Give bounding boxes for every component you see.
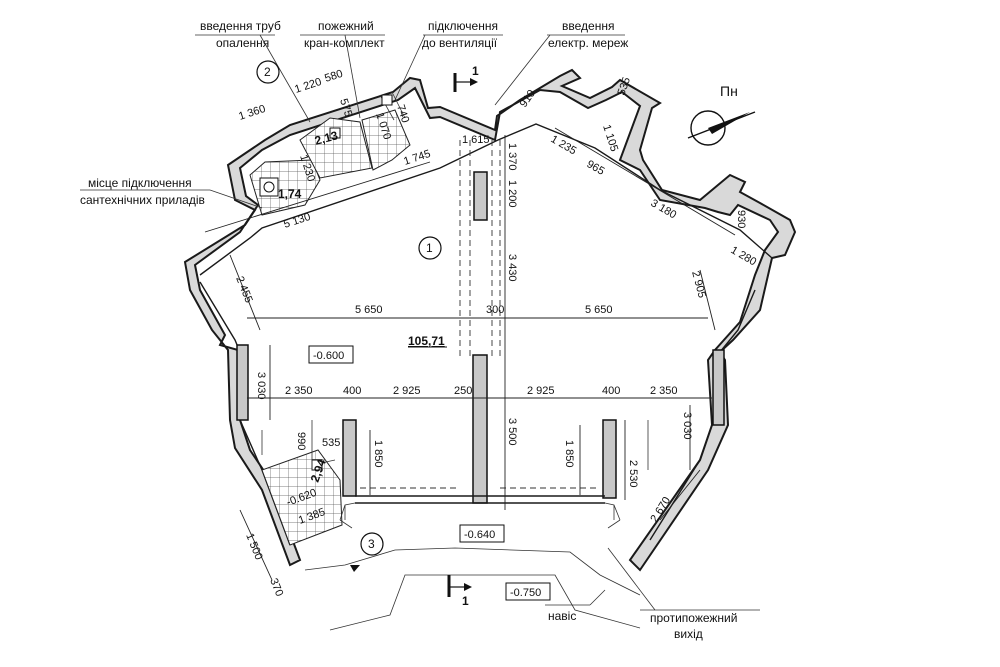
callout-electric-1: введення	[562, 19, 614, 33]
area-bath-2: 2,13	[313, 128, 339, 148]
dim-2925b: 2 925	[527, 385, 555, 397]
section-mark-bottom: 1	[462, 594, 469, 608]
dim-965: 965	[585, 158, 607, 178]
area-bath-3: 1,74	[278, 187, 302, 201]
callout-fire-exit-1: протипожежний	[650, 611, 737, 625]
dim-740: 740	[394, 103, 411, 124]
dim-1235: 1 235	[549, 133, 579, 157]
level-outside: -0.750	[510, 587, 541, 599]
north-label: Пн	[720, 83, 738, 99]
callout-ventilation-1: підключення	[428, 19, 498, 33]
dim-1105: 1 105	[600, 123, 620, 153]
dim-575: 575	[337, 97, 354, 118]
dim-930: 930	[735, 210, 747, 228]
dim-1850a: 1 850	[372, 440, 384, 468]
dim-1220: 1 220	[293, 76, 323, 96]
dim-400b: 400	[602, 385, 620, 397]
dim-1280: 1 280	[729, 244, 759, 268]
callouts: введення труб опалення пожежний кран-ком…	[80, 19, 737, 641]
callout-fire-hose-2: кран-комплект	[304, 36, 385, 50]
callout-fire-exit-2: вихід	[674, 627, 703, 641]
room-marker-3: 3	[368, 537, 375, 551]
central-duct	[459, 140, 501, 360]
room-marker-1: 1	[426, 241, 433, 255]
dim-2350b: 2 350	[650, 385, 678, 397]
dim-3430: 3 430	[506, 254, 518, 282]
dim-2905: 2 905	[689, 270, 708, 300]
dim-3030b: 3 030	[681, 412, 693, 440]
dim-5650a: 5 650	[355, 304, 383, 316]
dim-1200: 1 200	[506, 180, 518, 208]
dim-3500: 3 500	[506, 418, 518, 446]
dim-1850b: 1 850	[563, 440, 575, 468]
callout-fire-hose-1: пожежний	[318, 19, 374, 33]
dim-990: 990	[295, 432, 307, 450]
room-marker-2: 2	[264, 65, 271, 79]
north-compass: Пн	[687, 83, 756, 146]
level-main: -0.600	[313, 350, 344, 362]
dim-535a: 535	[616, 76, 634, 97]
lower-left-wc	[261, 449, 343, 546]
canopy-outline	[304, 547, 641, 631]
dim-535b: 535	[322, 437, 340, 449]
dim-580: 580	[323, 68, 344, 85]
area-and-levels: 105,71 -0.600 -0.640 -0.750 -0.620 2,13 …	[278, 128, 551, 601]
room-markers: 1 2 3	[256, 60, 442, 556]
dim-1500: 1 500	[243, 532, 264, 562]
callout-plumbing-1: місце підключення	[88, 176, 192, 190]
dim-2455: 2 455	[233, 275, 254, 305]
callout-electric-2: електр. мереж	[548, 36, 628, 50]
level-entry: -0.640	[464, 529, 495, 541]
callout-ventilation-2: до вентиляції	[422, 36, 498, 50]
dim-1370: 1 370	[506, 143, 518, 171]
callout-heating-1: введення труб	[200, 19, 281, 33]
dim-5650b: 5 650	[585, 304, 613, 316]
pillars	[236, 171, 725, 504]
bathroom-block	[249, 91, 411, 216]
callout-canopy: навіс	[548, 609, 576, 623]
dim-3030a: 3 030	[255, 372, 267, 400]
callout-heating-2: опалення	[216, 36, 269, 50]
section-mark-top: 1	[472, 64, 479, 78]
dim-2530: 2 530	[627, 460, 639, 488]
dim-370: 370	[267, 577, 285, 599]
dim-2925a: 2 925	[393, 385, 421, 397]
front-glazing	[339, 487, 621, 529]
dim-250: 250	[454, 385, 472, 397]
dim-300: 300	[486, 304, 504, 316]
outer-walls	[183, 68, 797, 572]
leader-lines	[80, 34, 760, 611]
dim-2350a: 2 350	[285, 385, 313, 397]
dim-400a: 400	[343, 385, 361, 397]
dim-5130: 5 130	[282, 211, 312, 231]
dim-1615: 1 615	[462, 134, 490, 146]
section-marks: 1 1	[350, 64, 479, 608]
callout-plumbing-2: сантехнічних приладів	[80, 193, 205, 207]
dim-1745: 1 745	[402, 148, 432, 168]
dim-1360: 1 360	[237, 103, 267, 123]
main-area: 105,71	[408, 334, 445, 348]
dimension-lines	[204, 127, 736, 581]
